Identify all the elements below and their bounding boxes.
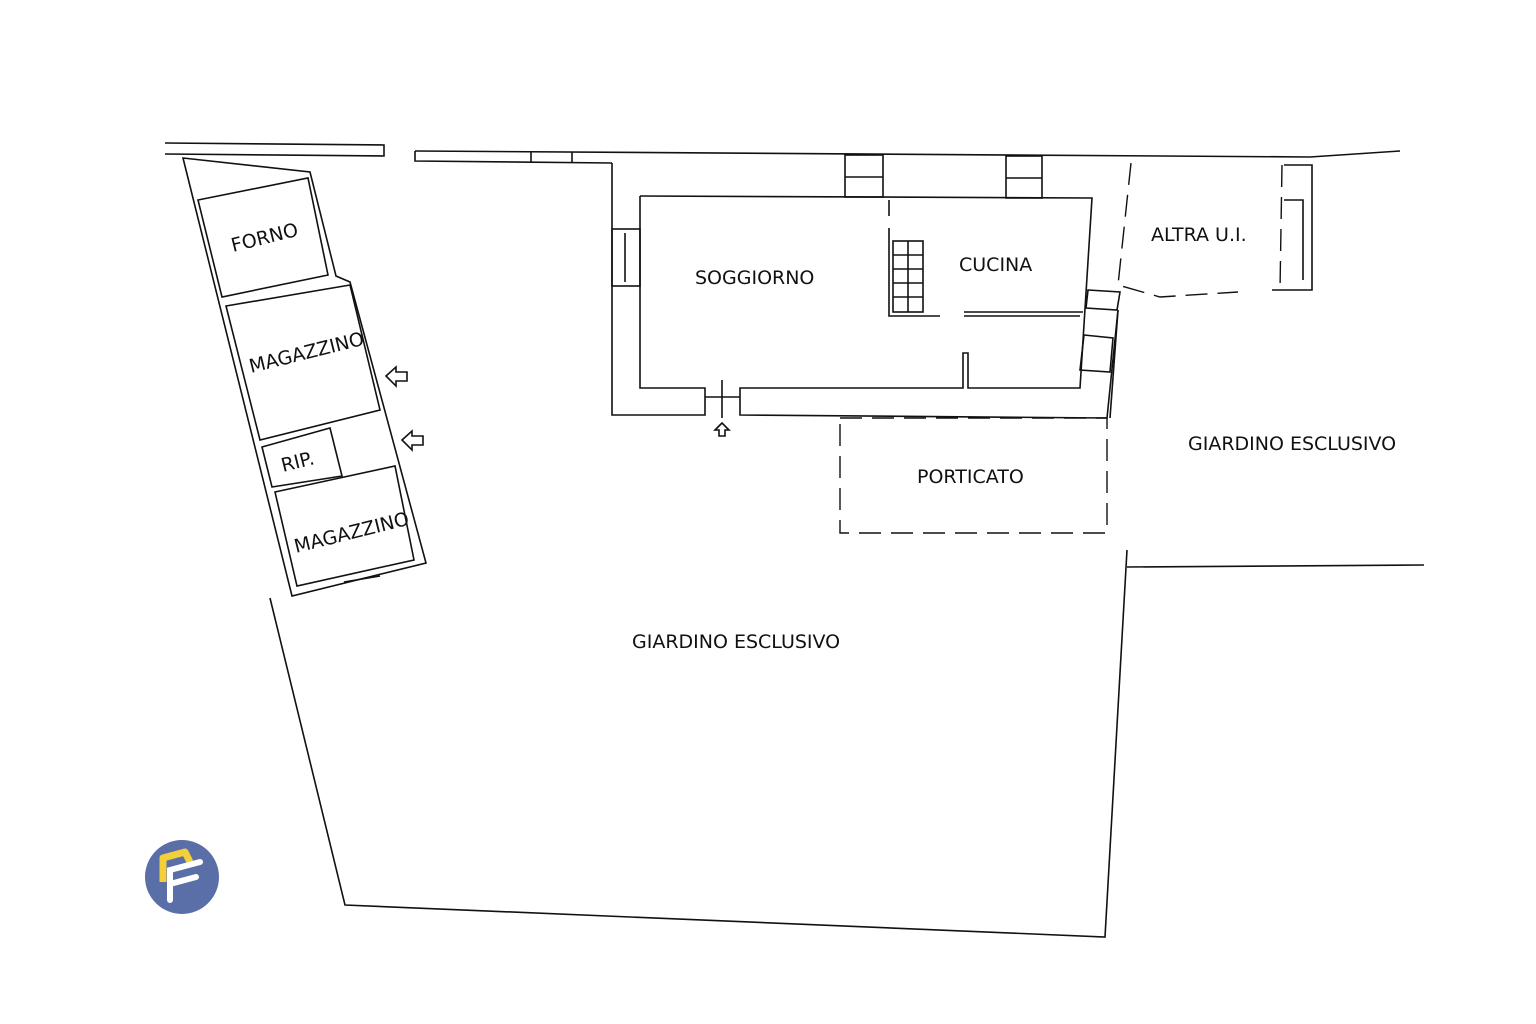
porticato-outline bbox=[839, 417, 1108, 534]
room-label-magazzino: MAGAZZINO bbox=[247, 328, 366, 378]
room-label-soggiorno: SOGGIORNO bbox=[695, 267, 814, 289]
room-label-giardino: GIARDINO ESCLUSIVO bbox=[632, 631, 840, 653]
arrow-left-icon bbox=[384, 365, 408, 388]
room-label-forno: FORNO bbox=[229, 219, 301, 257]
room-label-cucina: CUCINA bbox=[959, 254, 1032, 276]
agency-logo bbox=[145, 840, 219, 914]
room-label-ripostiglio: RIP. bbox=[279, 447, 317, 476]
altra-ui-outline bbox=[1117, 162, 1313, 298]
arrow-left-icon bbox=[400, 429, 424, 452]
room-label-giardino: GIARDINO ESCLUSIVO bbox=[1188, 433, 1396, 455]
annex-walls bbox=[181, 157, 427, 597]
main-house-walls bbox=[611, 154, 1121, 419]
stairs-icon bbox=[892, 240, 924, 313]
garden-boundary bbox=[269, 309, 1425, 938]
boundary-walls bbox=[164, 142, 1401, 164]
entrance-arrow-icon bbox=[713, 421, 731, 437]
room-label-porticato: PORTICATO bbox=[917, 466, 1024, 488]
room-label-magazzino: MAGAZZINO bbox=[292, 508, 411, 558]
room-label-altra-ui: ALTRA U.I. bbox=[1151, 224, 1247, 246]
